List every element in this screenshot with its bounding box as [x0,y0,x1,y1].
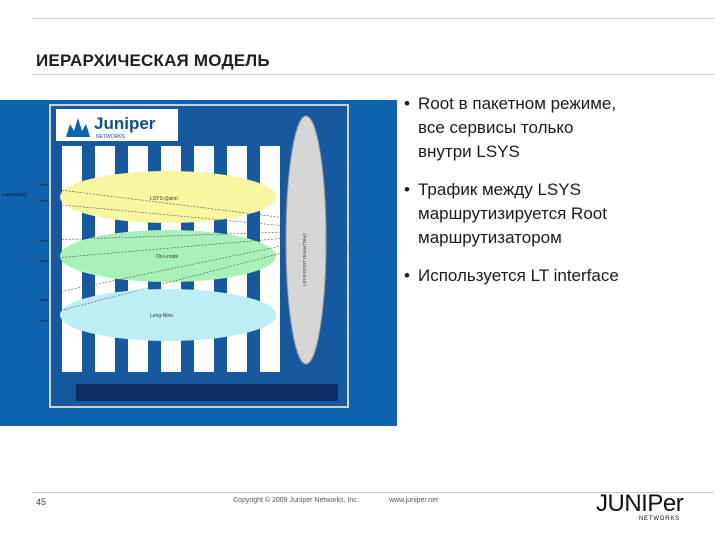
bullet-line: все сервисы только [418,118,574,137]
bullet-line: Используется LT interface [418,266,619,285]
bullet-dot: • [404,266,410,285]
bullet-line: маршрутизатором [418,228,562,247]
title-divider [32,74,714,75]
copyright-text: Copyright © 2009 Juniper Networks, Inc. [233,497,359,504]
juniper-footer-logo: JUNIPer NETWORKS [596,490,684,524]
bullet-item: • Используется LT interface [404,264,714,288]
footer-url: www.juniper.net [389,497,439,504]
slide-title: ИЕРАРХИЧЕСКАЯ МОДЕЛЬ [36,51,270,70]
top-divider [32,18,714,19]
lsys-hierarchy-diagram: Juniper NETWORKS LSYS-ROOT Router(Tmo) L… [0,100,397,426]
bullet-line: маршрутизируется Root [418,204,607,223]
lsys-ellipse-3 [60,289,276,341]
lsys-label-2: Оп-Lnode [156,254,178,260]
bullet-dot: • [404,94,410,113]
bullet-item: • Root в пакетном режиме, все сервисы тол… [404,92,714,164]
juniper-leaf-icon [66,118,90,137]
footer-divider [32,492,714,493]
bullet-item: • Трафик между LSYS маршрутизируется Root… [404,178,714,250]
lsys-label-1: LSYS-Quinn [150,196,178,202]
lsys-ellipse-2 [60,230,276,282]
logo-text: Juniper [94,114,156,133]
root-router-ellipse [285,115,327,365]
lsys-label-3: Leng-Nine [150,313,173,319]
connection-lines [19,184,378,322]
logo-sub: NETWORKS [96,134,126,140]
footer-logo-sub: NETWORKS [638,516,680,522]
bullet-line: внутри LSYS [418,142,520,161]
bullet-line: Трафик между LSYS [418,180,581,199]
bullet-dot: • [404,180,410,199]
footer-logo-word: JUNIPer [596,490,684,517]
bullet-list: • Root в пакетном режиме, все сервисы тол… [404,92,714,302]
connection-stubs [40,184,48,322]
left-edge-label: Internet(OB) [2,192,27,197]
bullet-line: Root в пакетном режиме, [418,94,617,113]
chassis-base-bar [76,384,338,401]
root-router-label: LSYS-ROOT Router(Tmo) [302,233,307,286]
page-number: 45 [36,497,47,507]
